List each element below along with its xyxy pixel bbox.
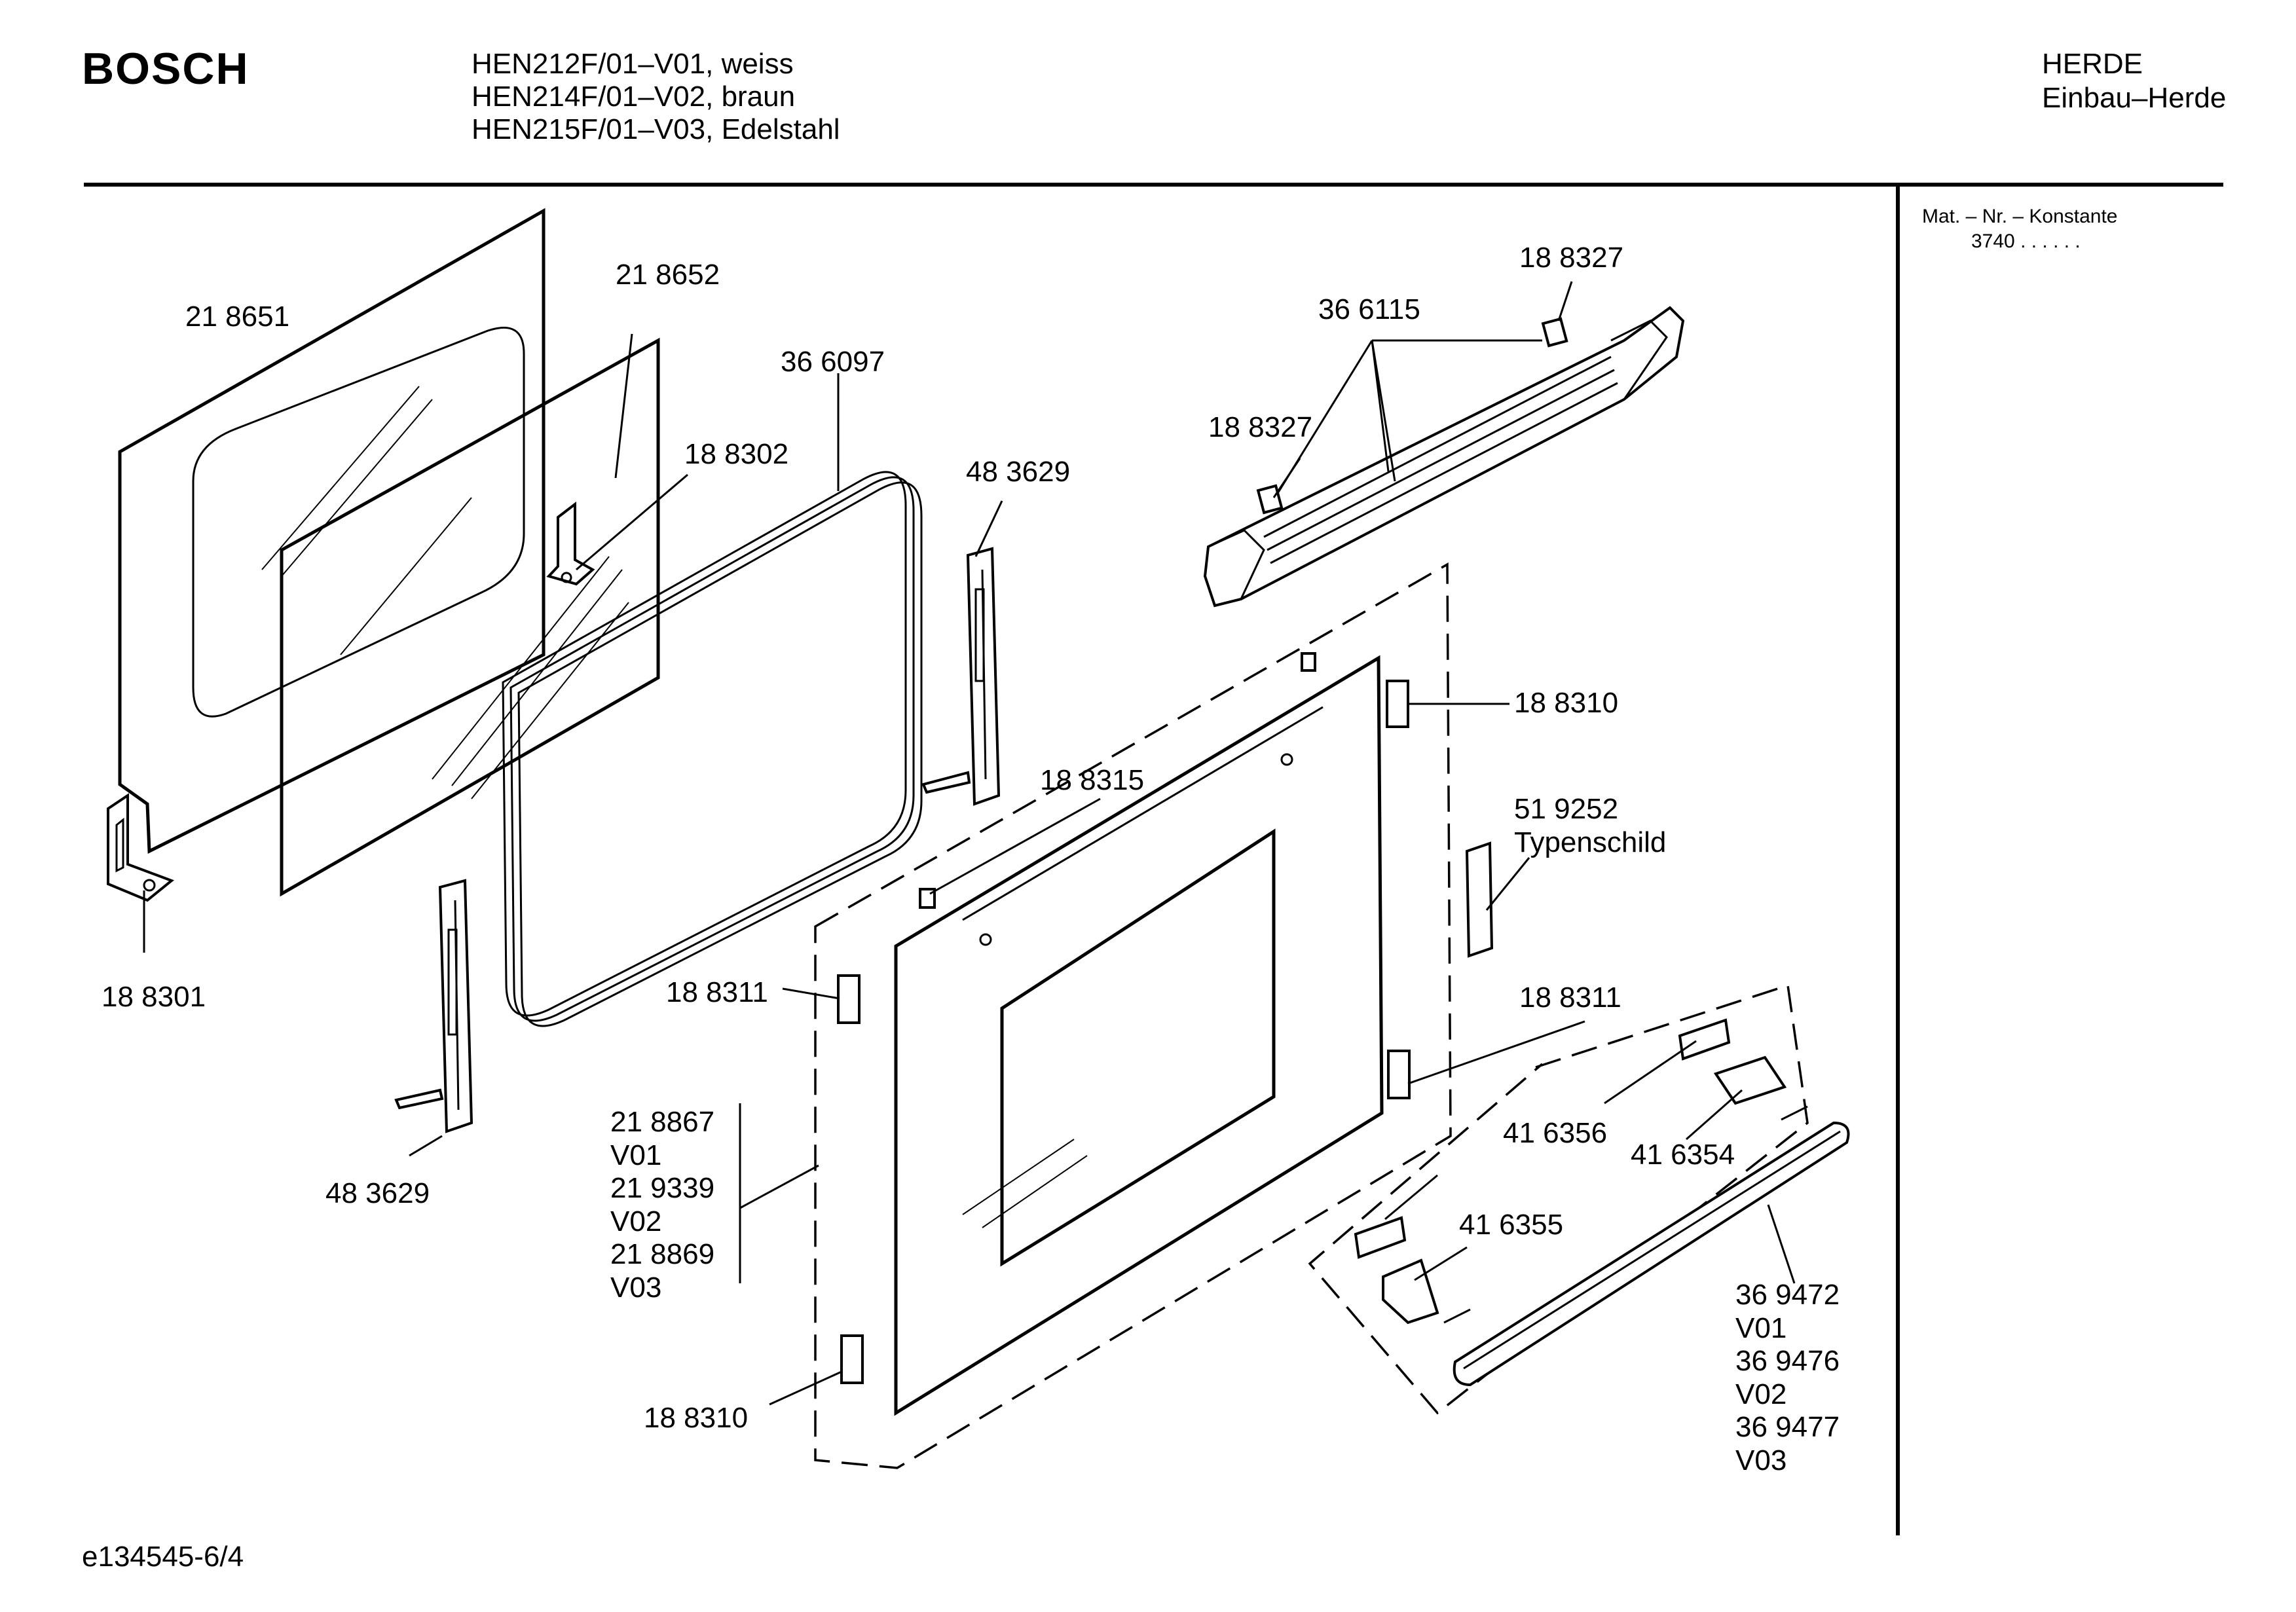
door-group-line-1: 21 8867 [610,1106,714,1138]
door-assembly-dashed-outline [814,562,1452,1469]
handle-cover-416355 [1354,1216,1407,1259]
clip-188301 [107,793,174,902]
hinge-bottom-483629 [394,879,473,1133]
clip-188310-bottom [840,1334,864,1384]
control-panel-strip [1203,306,1685,608]
label-416355: 41 6355 [1459,1209,1563,1241]
rating-plate [1465,841,1494,958]
door-gasket [502,471,923,1027]
handle-group-line-2: V01 [1735,1312,1787,1344]
outer-glass-panel [118,208,546,854]
label-188310-right: 18 8310 [1514,687,1618,719]
handle-bracket-416355 [1382,1258,1439,1325]
hinge-top-483629 [921,547,1001,806]
label-416354: 41 6354 [1631,1139,1735,1171]
category-title: HERDE [2042,48,2143,80]
label-188311-left: 18 8311 [666,976,768,1008]
clip-188310-right [1386,680,1409,728]
door-group-line-3: 21 9339 [610,1172,714,1204]
handle-bracket-416354 [1713,1055,1787,1105]
door-group-line-6: V03 [610,1272,661,1304]
subcategory-title: Einbau–Herde [2042,82,2226,114]
door-top-clip [1301,652,1316,672]
label-188310-bottom: 18 8310 [644,1402,748,1434]
door-group-line-5: 21 8869 [610,1238,714,1270]
clip-188327-left [1256,484,1284,515]
clip-188311-right [1387,1050,1411,1099]
handle-group-line-5: 36 9477 [1735,1411,1840,1443]
label-366097: 36 6097 [781,346,885,378]
clip-188311-left [837,974,861,1024]
handle-cover-416356 [1678,1018,1731,1061]
label-188327-left: 18 8327 [1208,411,1312,443]
label-366115: 36 6115 [1318,293,1420,325]
clip-188327-right [1541,317,1568,348]
handle-group-line-4: V02 [1735,1378,1787,1410]
label-188311-right: 18 8311 [1519,981,1621,1014]
sidebar-title: Mat. – Nr. – Konstante [1922,206,2118,227]
label-188301: 18 8301 [102,981,206,1013]
handle-group-line-1: 36 9472 [1735,1279,1840,1311]
label-188327-top: 18 8327 [1519,242,1623,274]
door-handle-bar [1443,1105,1850,1387]
brand-logo: BOSCH [82,44,250,94]
handle-assembly-dashed-outline [1308,983,1809,1415]
clip-188302 [546,501,595,586]
door-group-line-2: V01 [610,1139,661,1171]
model-line-2: HEN214F/01–V02, braun [472,81,795,113]
model-line-1: HEN212F/01–V01, weiss [472,48,794,80]
label-188302: 18 8302 [684,438,788,470]
document-id: e134545-6/4 [82,1541,244,1573]
label-483629-bottom: 48 3629 [325,1177,430,1209]
handle-group-line-3: 36 9476 [1735,1345,1840,1377]
label-483629-top: 48 3629 [966,456,1070,488]
inner-glass-panel [280,337,660,897]
label-519252: 51 9252 [1514,793,1618,825]
label-typenschild: Typenschild [1514,826,1666,858]
label-188315: 18 8315 [1040,764,1144,796]
model-line-3: HEN215F/01–V03, Edelstahl [472,113,840,145]
handle-group-line-6: V03 [1735,1444,1787,1476]
label-416356: 41 6356 [1503,1117,1607,1149]
label-218652: 21 8652 [616,259,720,291]
sidebar-value: 3740 . . . . . . [1971,230,2081,252]
leader-lines [143,281,1796,1406]
label-218651: 21 8651 [185,301,289,333]
outer-door-panel [894,655,1384,1416]
door-group-line-4: V02 [610,1205,661,1237]
